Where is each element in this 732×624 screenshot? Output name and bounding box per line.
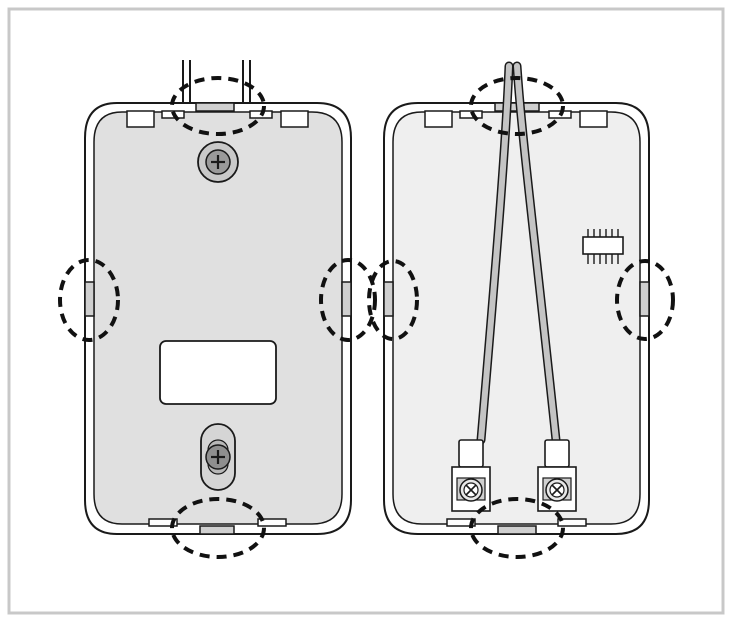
marker-back-right bbox=[319, 258, 377, 342]
back-plate-inner-surface bbox=[93, 111, 343, 525]
back-plate-bottom-clips bbox=[148, 518, 287, 535]
terminal-screw-icon bbox=[537, 439, 577, 512]
marker-back-bottom bbox=[170, 497, 266, 559]
front-plate-inner-surface bbox=[392, 111, 641, 525]
marker-back-top bbox=[170, 76, 266, 136]
screw-icon bbox=[197, 141, 239, 183]
marker-front-left bbox=[367, 259, 419, 341]
front-plate bbox=[383, 61, 650, 535]
back-plate-right-latch bbox=[341, 281, 352, 317]
marker-front-top bbox=[469, 76, 565, 136]
back-plate-label-window bbox=[159, 340, 277, 405]
back-plate-left-latch bbox=[84, 281, 95, 317]
front-plate-bottom-clips bbox=[446, 518, 587, 535]
front-plate-wires bbox=[476, 61, 561, 445]
front-plate-right-latch bbox=[639, 281, 650, 317]
slotted-screw-icon bbox=[200, 423, 236, 491]
back-plate-wire-leads bbox=[182, 60, 251, 104]
marker-back-left bbox=[58, 258, 120, 342]
pin-header-icon bbox=[582, 229, 624, 264]
terminal-screw-icon bbox=[451, 439, 491, 512]
marker-front-right bbox=[615, 259, 675, 341]
callout-markers bbox=[58, 76, 675, 559]
back-plate bbox=[84, 60, 352, 535]
marker-front-bottom bbox=[469, 497, 565, 559]
front-plate-left-latch bbox=[383, 281, 394, 317]
